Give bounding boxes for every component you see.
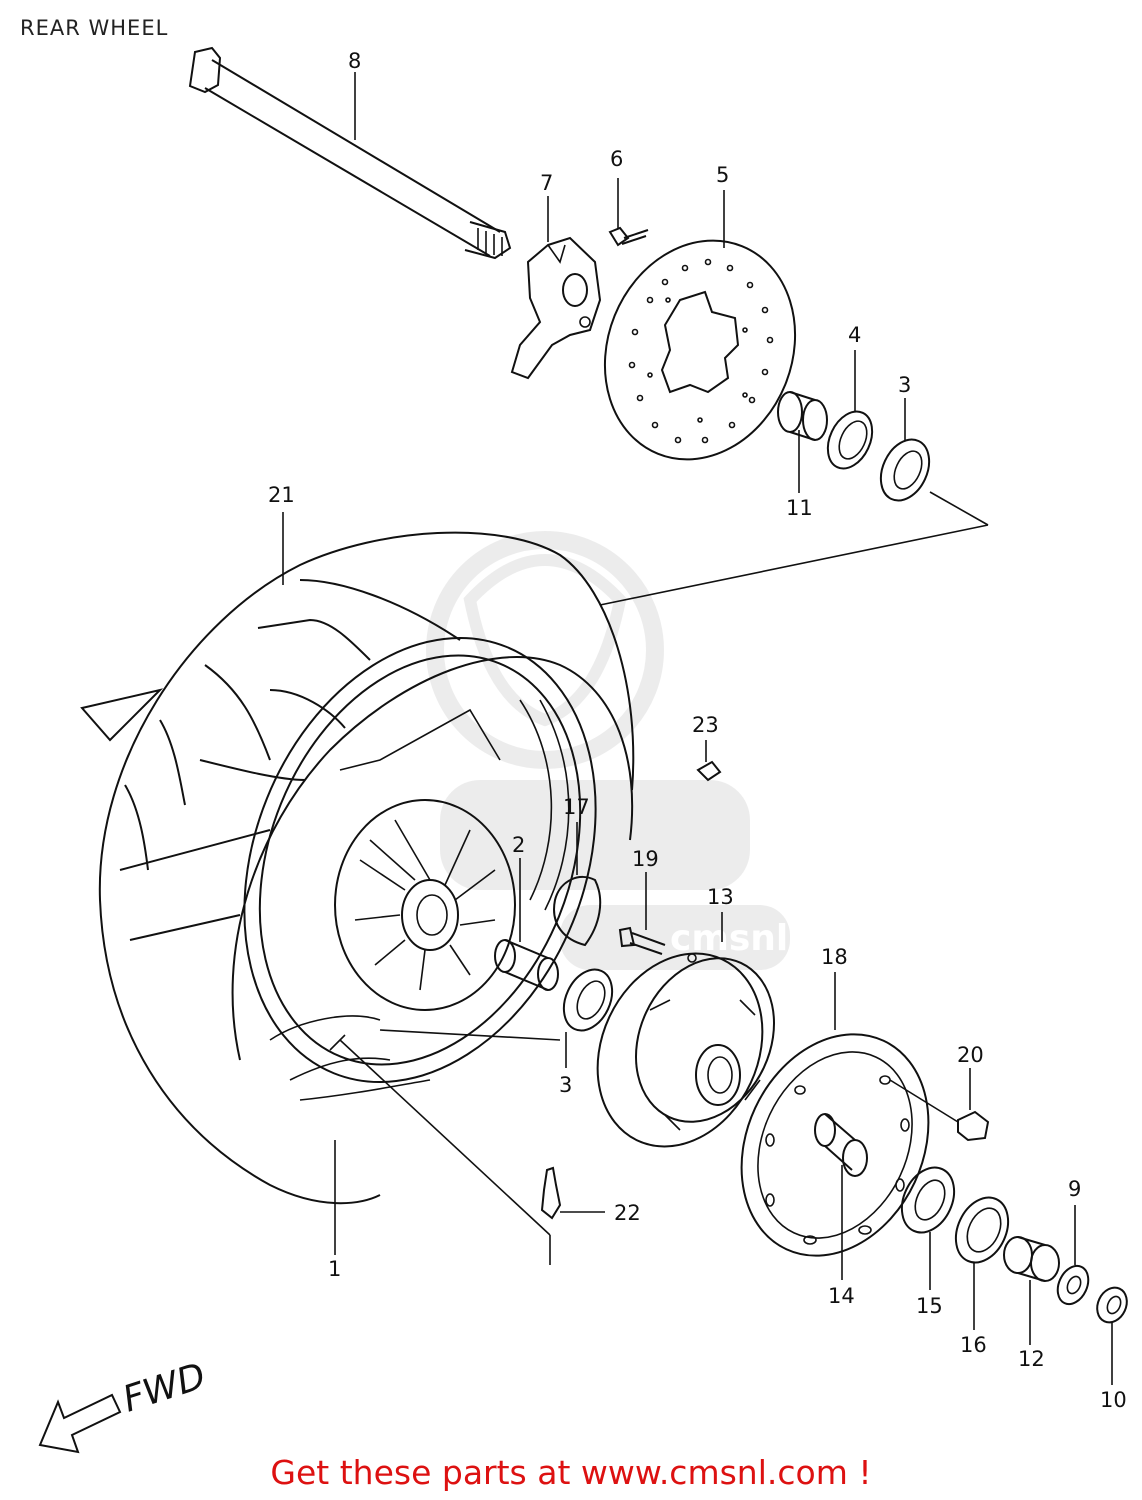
callout-21: 21 xyxy=(268,483,295,507)
callout-17: 17 xyxy=(563,795,590,819)
callout-12: 12 xyxy=(1018,1347,1045,1371)
bearing-3-top-part xyxy=(879,438,931,502)
callout-6: 6 xyxy=(610,147,623,171)
bolt-19-part xyxy=(618,926,666,955)
footer-link-text[interactable]: Get these parts at www.cmsnl.com ! xyxy=(270,1453,872,1492)
spacer-12-part xyxy=(1003,1236,1060,1282)
axle-part xyxy=(188,46,512,260)
callout-16: 16 xyxy=(960,1333,987,1357)
leader-lines xyxy=(282,72,1113,1385)
seal-4-part xyxy=(826,410,874,470)
spacer-2-part xyxy=(494,939,559,991)
caliper-bracket-part xyxy=(510,236,602,380)
callout-5: 5 xyxy=(716,163,729,187)
forward-direction-indicator: FWD xyxy=(38,1356,211,1454)
brake-disc-part xyxy=(603,239,797,461)
seal-16-part xyxy=(954,1196,1010,1264)
sprocket-carrier-part xyxy=(596,952,775,1148)
callout-18: 18 xyxy=(821,945,848,969)
callout-22: 22 xyxy=(614,1201,641,1225)
callout-23: 23 xyxy=(692,713,719,737)
washer-9-part xyxy=(1056,1264,1090,1306)
forward-label: FWD xyxy=(118,1356,211,1421)
callout-3-lower: 3 xyxy=(559,1073,572,1097)
callout-14: 14 xyxy=(828,1284,855,1308)
callout-1: 1 xyxy=(328,1257,341,1281)
sprocket-part xyxy=(740,1033,930,1257)
bearing-3-lower-part xyxy=(562,968,614,1032)
valve-22-part xyxy=(540,1166,562,1220)
spacer-11-part xyxy=(777,391,828,441)
watermark-logo: cmsnl.com xyxy=(426,531,886,970)
callout-15: 15 xyxy=(916,1294,943,1318)
callout-13: 13 xyxy=(707,885,734,909)
callout-20: 20 xyxy=(957,1043,984,1067)
damper-17-part xyxy=(553,875,602,947)
callout-8: 8 xyxy=(348,49,361,73)
tire-part xyxy=(80,531,635,1205)
callout-labels: 8 7 6 5 4 3 11 21 23 17 2 19 13 18 3 20 … xyxy=(268,49,1127,1412)
watermark-text: cmsnl.com xyxy=(670,918,886,959)
diagram-title: REAR WHEEL xyxy=(20,16,169,40)
callout-4: 4 xyxy=(848,323,861,347)
callout-2: 2 xyxy=(512,833,525,857)
bolt-6-part xyxy=(608,226,649,247)
forward-arrow-icon xyxy=(38,1393,122,1454)
callout-10: 10 xyxy=(1100,1388,1127,1412)
callout-7: 7 xyxy=(540,171,553,195)
callout-11: 11 xyxy=(786,496,813,520)
callout-3-top: 3 xyxy=(898,373,911,397)
bearing-15-part xyxy=(900,1166,956,1234)
wheel-part xyxy=(243,636,597,1101)
callout-9: 9 xyxy=(1068,1177,1081,1201)
plug-23-part xyxy=(696,760,722,782)
spacer-14-part xyxy=(814,1113,868,1177)
callout-19: 19 xyxy=(632,847,659,871)
nut-10-part xyxy=(1096,1286,1128,1324)
nut-20-part xyxy=(957,1110,990,1142)
